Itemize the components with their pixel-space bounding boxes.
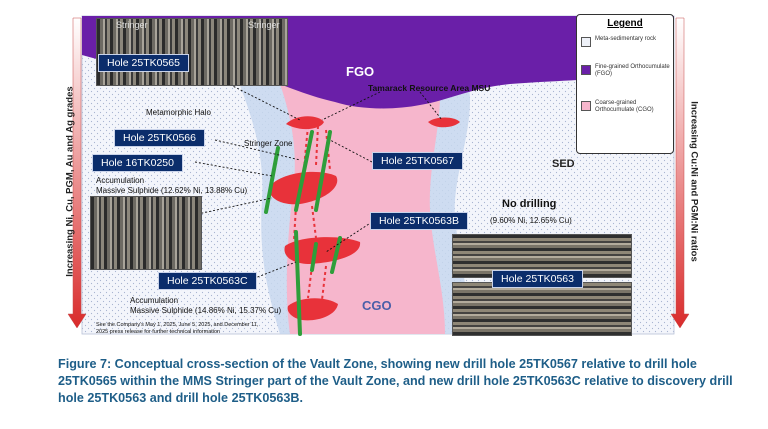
legend-swatch-sed (581, 37, 591, 47)
right-arrow-label: Increasing Cu:Ni and PGM:Ni ratios (688, 101, 700, 262)
cross-section-diagram (67, 15, 690, 336)
cgo-label: CGO (362, 298, 392, 313)
metamorphic-halo-label: Metamorphic Halo (146, 108, 211, 117)
accumulation-2-label: Accumulation (130, 296, 179, 305)
figure-caption: Figure 7: Conceptual cross-section of th… (58, 357, 733, 405)
tamarack-label: Tamarack Resource Area MSU (368, 83, 491, 93)
right-gradient-arrow (670, 17, 690, 329)
legend-title: Legend (607, 18, 643, 29)
stringer-zone-label: Stringer Zone (244, 139, 293, 148)
drill-traces (264, 130, 342, 336)
accumulation-1-label: Accumulation (96, 176, 145, 185)
legend: Legend Meta-sedimentary rock Fine-graine… (576, 14, 674, 154)
hole-label-25tk0567: Hole 25TK0567 (372, 152, 463, 170)
legend-label-sed: Meta-sedimentary rock (595, 36, 657, 42)
sulphide-body-tamarack (428, 117, 460, 128)
left-gradient-arrow (67, 17, 87, 329)
legend-swatch-fgo (581, 65, 591, 75)
footnote-line-2: 2025 press release for further technical… (96, 329, 221, 335)
sulphide-body-accumulation-2 (284, 237, 361, 264)
hole-b-grade-label: (9.60% Ni, 12.65% Cu) (490, 216, 572, 225)
hole-label-25tk0566: Hole 25TK0566 (114, 129, 205, 147)
hole-label-25tk0565: Hole 25TK0565 (98, 54, 189, 72)
sulphide-body-upper (286, 116, 324, 130)
hole-label-25tk0563b: Hole 25TK0563B (370, 212, 468, 230)
legend-swatch-cgo (581, 101, 591, 111)
hole-label-25tk0563: Hole 25TK0563 (492, 270, 583, 288)
core-label-stringer-2: Stringer (248, 20, 280, 30)
sed-label: SED (552, 158, 575, 170)
hole-label-25tk0563c: Hole 25TK0563C (158, 272, 257, 290)
cgo-zone (275, 70, 445, 334)
core-photo-left (90, 196, 202, 270)
footnote-line-1: See the Company's May 1, 2025, June 5, 2… (96, 322, 259, 328)
core-photo-top (96, 18, 288, 86)
hole-label-16tk0250: Hole 16TK0250 (92, 154, 183, 172)
legend-label-cgo: Coarse-grained Orthocumulate (CGO) (595, 100, 654, 113)
left-arrow-label: Increasing Ni, Cu, PGM, Au and Ag grades (64, 86, 76, 277)
massive-sulphide-1-label: Massive Sulphide (12.62% Ni, 13.88% Cu) (96, 186, 248, 195)
core-label-stringer-1: Stringer (116, 20, 148, 30)
massive-sulphide-2-label: Massive Sulphide (14.86% Ni, 15.37% Cu) (130, 306, 282, 315)
core-photo-right-lower (452, 282, 632, 336)
fgo-label: FGO (346, 64, 375, 79)
no-drilling-label: No drilling (502, 198, 557, 210)
legend-label-fgo: Fine-grained Orthocumulate (FGO) (595, 64, 670, 77)
